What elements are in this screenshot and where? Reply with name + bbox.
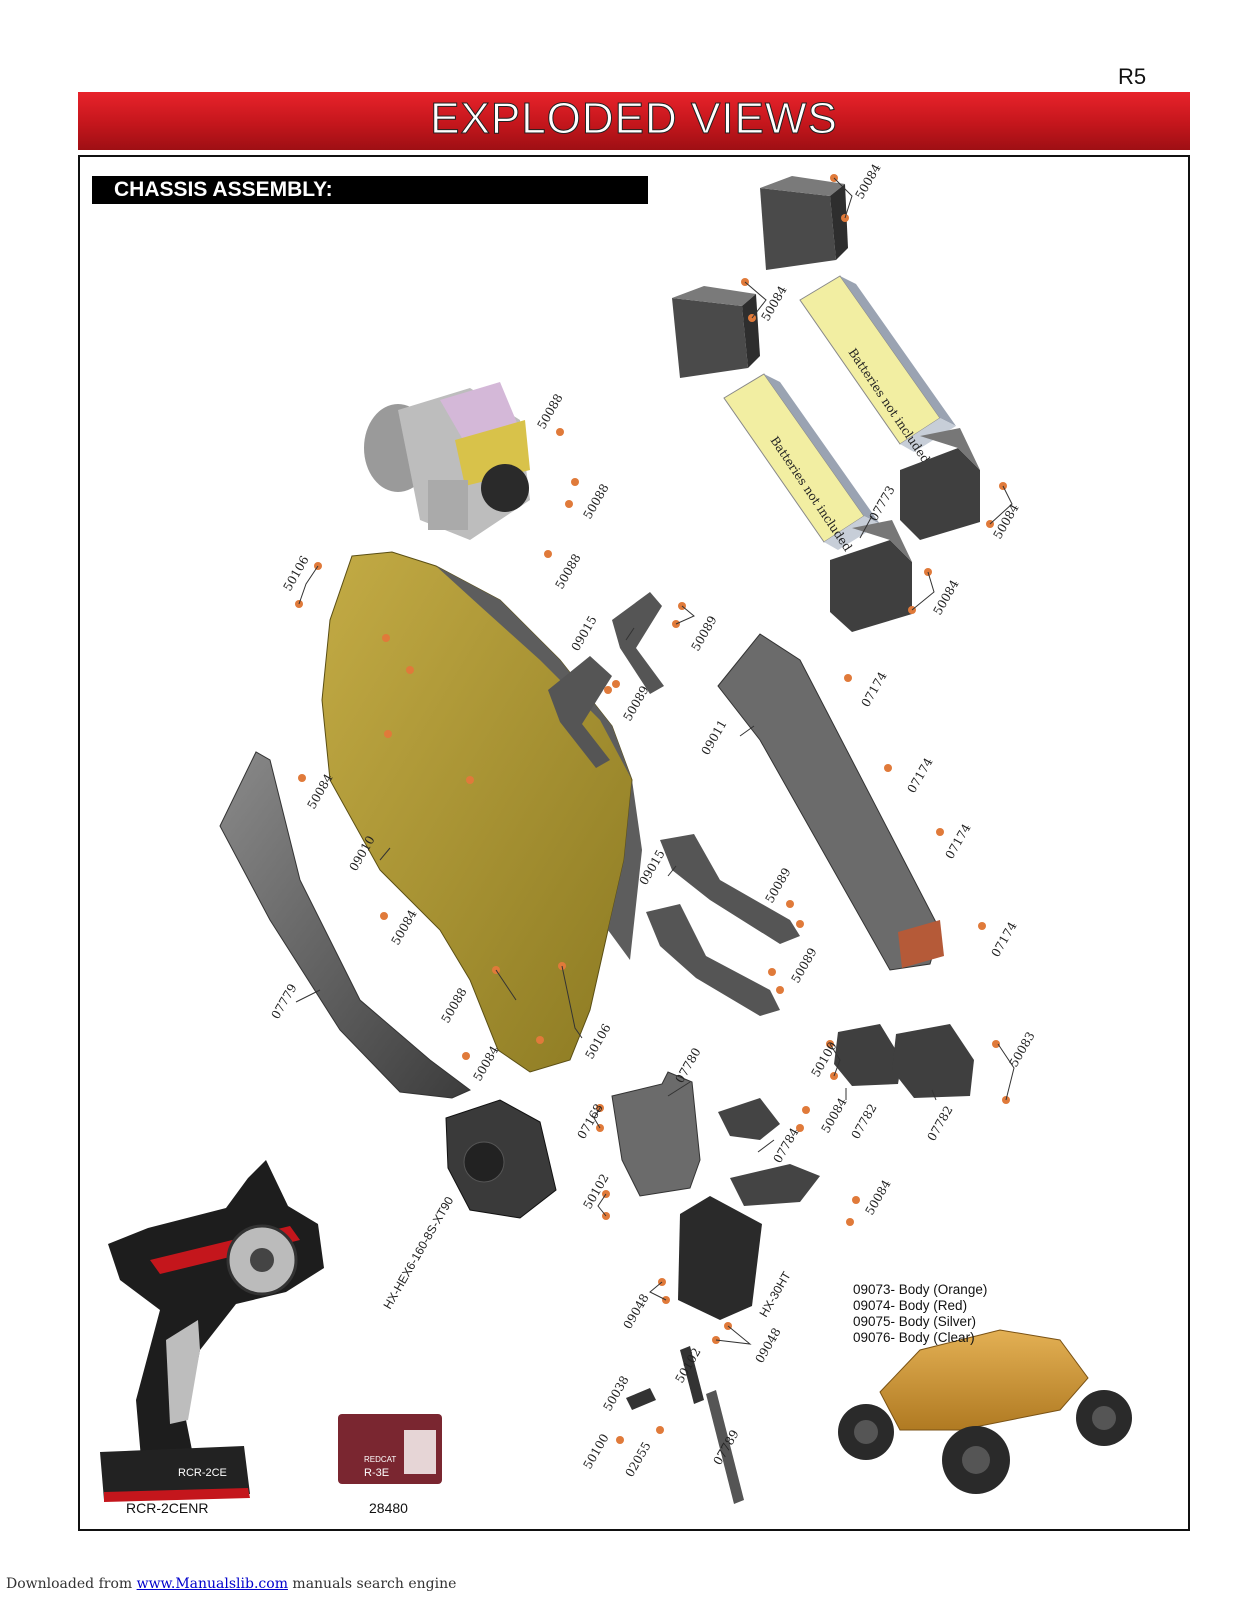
label-50088: 50088 bbox=[534, 391, 565, 431]
receiver-box-07782-a bbox=[834, 1024, 902, 1086]
body-option: 09074- Body (Red) bbox=[853, 1298, 968, 1313]
receiver-caption: 28480 bbox=[369, 1500, 408, 1516]
label-09048: 09048 bbox=[620, 1291, 651, 1331]
label-50088: 50088 bbox=[552, 551, 583, 591]
label-07174: 07174 bbox=[904, 755, 935, 795]
label-07174: 07174 bbox=[988, 919, 1019, 959]
label-50084: 50084 bbox=[852, 161, 883, 201]
section-header: CHASSIS ASSEMBLY: bbox=[92, 176, 648, 204]
label-motor: HX-HEX6-160-8S-XT90 bbox=[380, 1194, 456, 1312]
label-50084: 50084 bbox=[304, 771, 335, 811]
label-07168: 07168 bbox=[574, 1101, 605, 1141]
receiver-box-top bbox=[760, 176, 848, 270]
label-50089: 50089 bbox=[762, 865, 793, 905]
manualslib-link[interactable]: www.Manualslib.com bbox=[136, 1576, 288, 1592]
label-07780: 07780 bbox=[672, 1045, 703, 1085]
battery-bracket-upper bbox=[548, 592, 664, 768]
body-option: 09075- Body (Silver) bbox=[853, 1314, 977, 1329]
body-option: 09073- Body (Orange) bbox=[853, 1282, 988, 1297]
diagram-frame bbox=[78, 155, 1190, 1531]
receiver-box-07782-b bbox=[892, 1024, 974, 1098]
body-option: 09076- Body (Clear) bbox=[853, 1330, 975, 1345]
chassis-brace bbox=[717, 633, 944, 971]
section-title: CHASSIS ASSEMBLY: bbox=[114, 178, 333, 201]
label-50083: 50083 bbox=[1006, 1029, 1037, 1069]
title-banner: EXPLODED VIEWS bbox=[78, 92, 1190, 150]
label-50089: 50089 bbox=[788, 945, 819, 985]
label-50089: 50089 bbox=[620, 683, 651, 723]
servo-mount-plate bbox=[611, 1071, 701, 1197]
battery-pack-1 bbox=[799, 275, 956, 452]
label-07174: 07174 bbox=[858, 669, 889, 709]
receiver-model: R-3E bbox=[364, 1467, 389, 1479]
label-50038: 50038 bbox=[600, 1373, 631, 1413]
battery-pack-2 bbox=[723, 373, 880, 550]
screws bbox=[295, 174, 1010, 1444]
transmitter-caption: RCR-2CENR bbox=[126, 1500, 209, 1516]
servo-horn-and-link bbox=[626, 1346, 744, 1504]
receiver-box-right bbox=[900, 428, 980, 540]
label-50088: 50088 bbox=[438, 985, 469, 1025]
label-07779: 07779 bbox=[268, 981, 299, 1021]
footer-prefix: Downloaded from bbox=[6, 1576, 137, 1592]
label-50088: 50088 bbox=[580, 481, 611, 521]
footer: Downloaded from www.Manualslib.com manua… bbox=[6, 1576, 456, 1592]
label-50089: 50089 bbox=[688, 613, 719, 653]
label-50084: 50084 bbox=[818, 1095, 849, 1135]
servo-mount-brackets bbox=[718, 1098, 820, 1206]
label-09011: 09011 bbox=[698, 717, 729, 757]
engine-assembly bbox=[364, 382, 530, 540]
page-title: EXPLODED VIEWS bbox=[430, 94, 838, 144]
label-50084: 50084 bbox=[930, 577, 961, 617]
page-number: R5 bbox=[1118, 64, 1147, 89]
label-07782: 07782 bbox=[924, 1103, 955, 1143]
receiver-box-left bbox=[672, 286, 760, 378]
label-50100: 50100 bbox=[580, 1431, 611, 1471]
label-50084: 50084 bbox=[470, 1043, 501, 1083]
label-02055: 02055 bbox=[622, 1439, 653, 1479]
label-07773: 07773 bbox=[866, 483, 897, 523]
motor bbox=[445, 1099, 557, 1219]
footer-suffix: manuals search engine bbox=[287, 1576, 457, 1592]
label-50084: 50084 bbox=[862, 1177, 893, 1217]
label-07174: 07174 bbox=[942, 821, 973, 861]
receiver-card: REDCAT R-3E bbox=[338, 1414, 442, 1484]
battery-bracket-lower bbox=[646, 834, 800, 1016]
truck-body bbox=[838, 1329, 1132, 1494]
servo bbox=[678, 1196, 762, 1320]
label-50084: 50084 bbox=[388, 907, 419, 947]
label-09048: 09048 bbox=[752, 1325, 783, 1365]
label-50106: 50106 bbox=[582, 1021, 613, 1061]
transmitter-badge: RCR-2CE bbox=[178, 1467, 227, 1479]
receiver-box-lower bbox=[830, 520, 912, 632]
leader-lines bbox=[295, 177, 1015, 1345]
receiver-brand: REDCAT bbox=[364, 1455, 396, 1464]
label-09015: 09015 bbox=[568, 613, 599, 653]
label-50084: 50084 bbox=[990, 501, 1021, 541]
body-options-list: 09073- Body (Orange) 09074- Body (Red) 0… bbox=[853, 1282, 987, 1346]
side-guard bbox=[219, 751, 471, 1099]
transmitter: RCR-2CE bbox=[100, 1160, 324, 1502]
label-07784: 07784 bbox=[770, 1125, 801, 1165]
label-50106: 50106 bbox=[280, 553, 311, 593]
label-07782: 07782 bbox=[848, 1101, 879, 1141]
label-servo: HX-30HT bbox=[756, 1269, 793, 1320]
